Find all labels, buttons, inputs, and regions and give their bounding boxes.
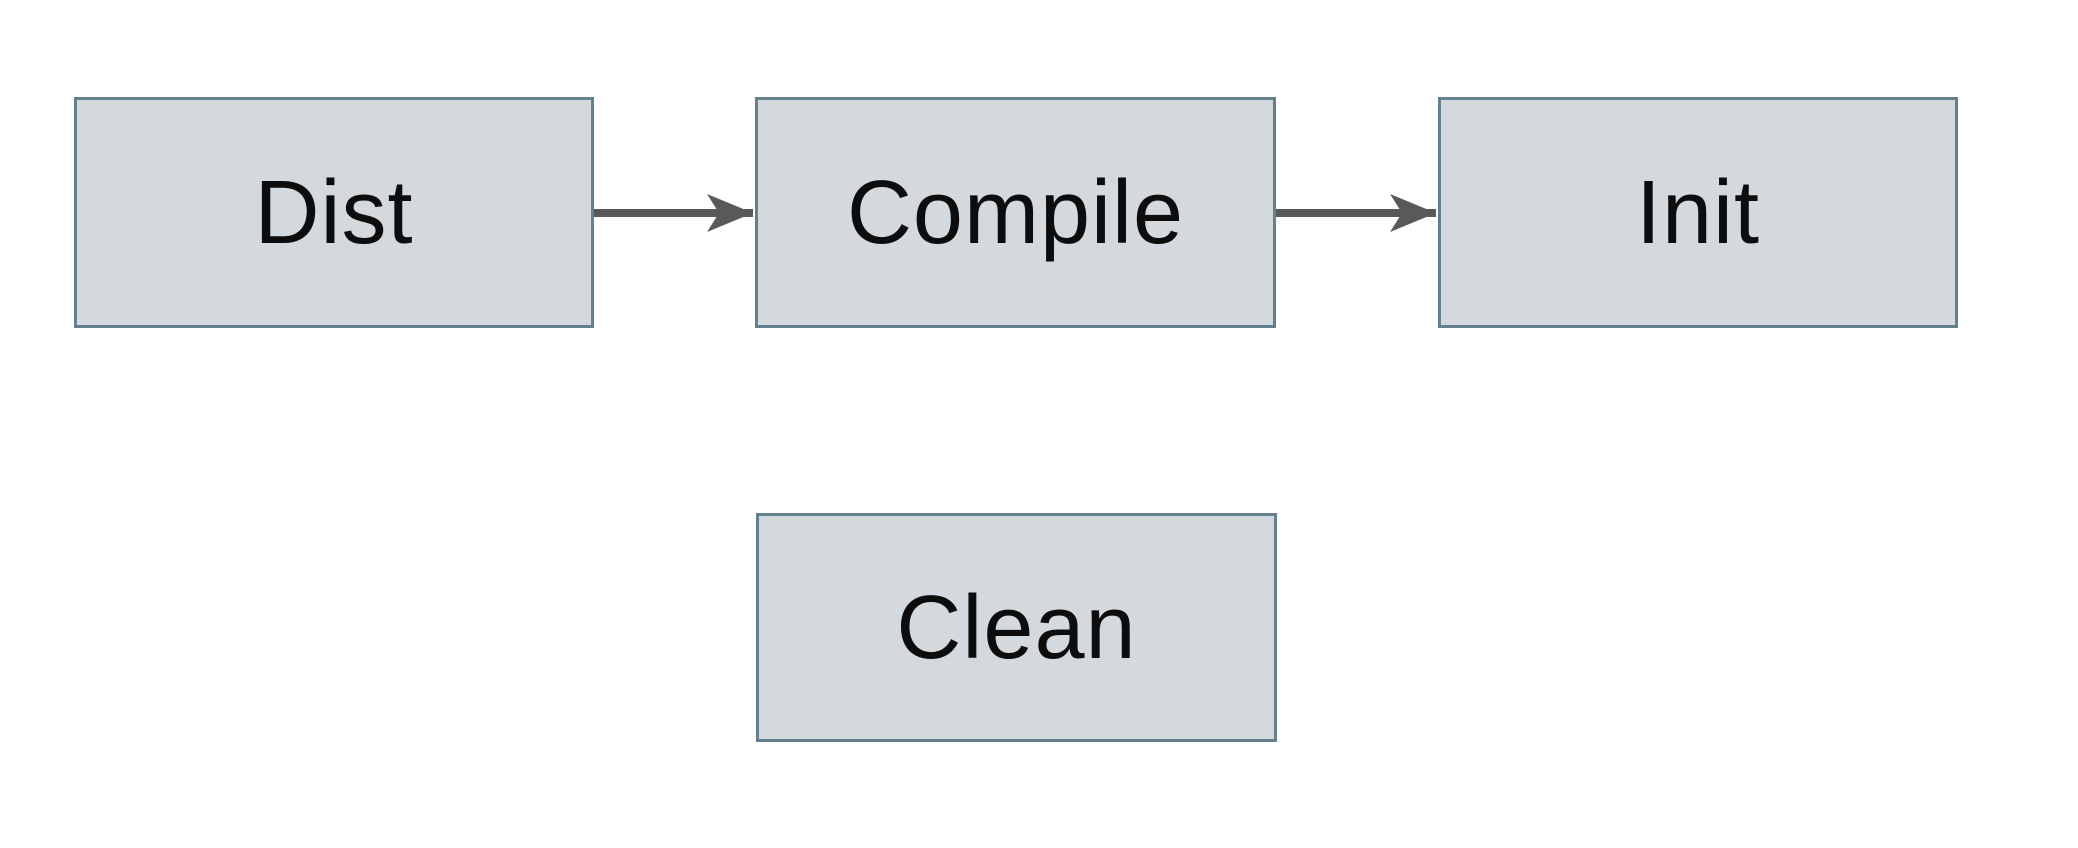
node-dist-label: Dist xyxy=(254,162,414,263)
node-clean-label: Clean xyxy=(896,577,1137,678)
node-clean: Clean xyxy=(756,513,1277,742)
node-dist: Dist xyxy=(74,97,594,328)
node-compile-label: Compile xyxy=(846,162,1185,263)
node-init: Init xyxy=(1438,97,1958,328)
node-compile: Compile xyxy=(755,97,1276,328)
node-init-label: Init xyxy=(1635,162,1761,263)
